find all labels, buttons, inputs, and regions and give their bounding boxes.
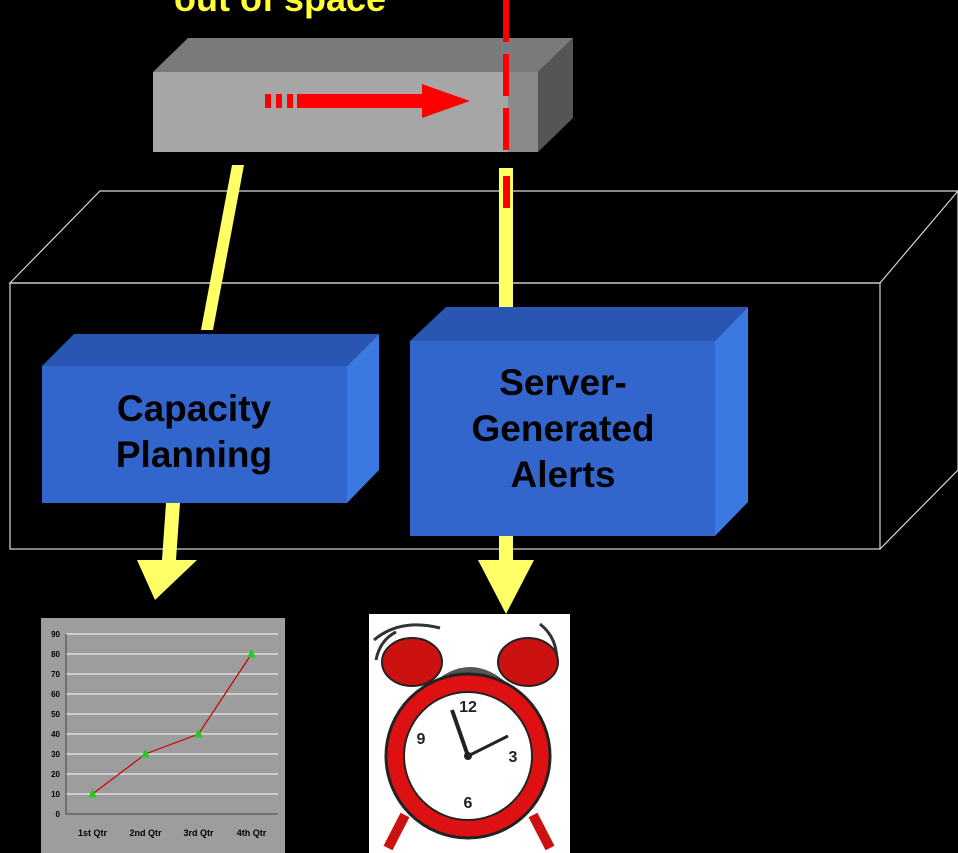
chart-ytick-label: 50 (51, 710, 60, 719)
storage-device (153, 38, 573, 152)
server-generated-alerts-label: Server- Generated Alerts (410, 360, 716, 498)
chart-data-point (141, 749, 150, 758)
server-alerts-line1: Server- (499, 362, 627, 403)
server-alerts-box (410, 307, 748, 536)
chart-background (41, 618, 285, 853)
chart-xtick-label: 3rd Qtr (183, 828, 214, 838)
arrow-to-chart (137, 503, 197, 600)
capacity-chart: 0 10 20 30 40 50 60 70 80 90 1st Qtr 2nd Qtr 3rd Qtr… (41, 618, 285, 853)
threshold-line-lower (503, 176, 510, 208)
fill-arrow-icon (265, 84, 470, 118)
capacity-planning-box (42, 334, 379, 503)
server-wireframe (8, 190, 958, 550)
chart-xtick-label: 2nd Qtr (129, 828, 161, 838)
chart-ytick-label: 10 (51, 790, 60, 799)
chart-ytick-label: 60 (51, 690, 60, 699)
arrow-to-capacity (201, 165, 244, 330)
capacity-box-side (347, 334, 379, 503)
chart-ytick-label: 0 (56, 810, 61, 819)
capacity-planning-line1: Capacity (116, 388, 272, 429)
storage-device-side (538, 38, 573, 152)
chart-ytick-label: 30 (51, 750, 60, 759)
chart-data-point (247, 649, 256, 658)
alerts-box-side (715, 307, 748, 536)
chart-data-point (194, 729, 203, 738)
storage-device-front (153, 72, 538, 152)
svg-text:12: 12 (459, 699, 477, 716)
storage-device-top (153, 38, 573, 72)
chart-ytick-label: 70 (51, 670, 60, 679)
svg-text:3: 3 (509, 749, 518, 766)
chart-xtick-label: 1st Qtr (78, 828, 108, 838)
alarm-clock-icon: 12 3 6 9 (369, 614, 570, 853)
capacity-box-top (42, 334, 379, 366)
capacity-box-front (42, 366, 347, 503)
capacity-planning-line2: Planning (115, 434, 273, 475)
server-alerts-line3: Alerts (510, 454, 616, 495)
capacity-planning-label: Capacity Planning (42, 386, 346, 478)
storage-device-full-region (508, 72, 538, 152)
chart-ytick-label: 40 (51, 730, 60, 739)
chart-ytick-label: 90 (51, 630, 60, 639)
svg-text:9: 9 (417, 731, 426, 748)
alerts-box-front (410, 341, 715, 536)
arrow-to-clock (478, 536, 534, 614)
svg-text:6: 6 (464, 795, 473, 812)
chart-xtick-label: 4th Qtr (237, 828, 267, 838)
server-alerts-line2: Generated (471, 408, 655, 449)
chart-data-point (88, 789, 97, 798)
chart-series-line (92, 653, 253, 795)
chart-ytick-label: 80 (51, 650, 60, 659)
chart-ytick-label: 20 (51, 770, 60, 779)
alerts-box-top (410, 307, 748, 341)
out-of-space-label: out of space (100, 0, 460, 20)
